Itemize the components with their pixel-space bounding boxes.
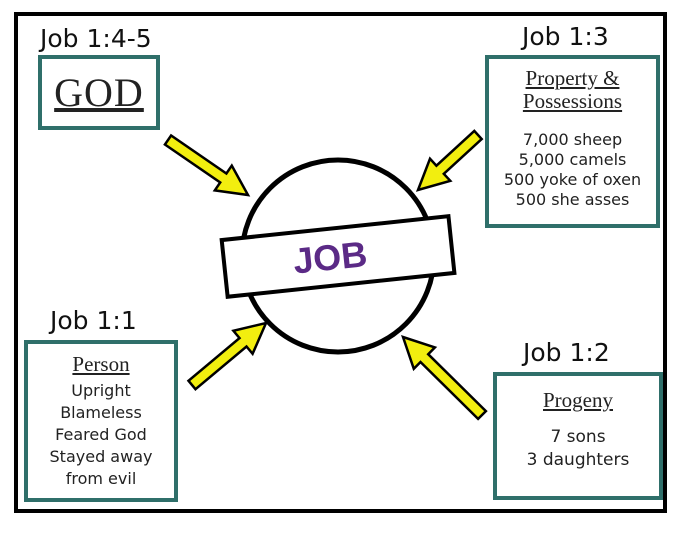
property-item: 7,000 sheep — [522, 130, 623, 149]
job-label: JOB — [291, 233, 369, 282]
progeny-box: Progeny 7 sons 3 daughters — [493, 372, 663, 500]
person-trait: Blameless — [60, 403, 142, 422]
progeny-heading: Progeny — [543, 388, 613, 412]
person-trait: Feared God — [55, 425, 147, 444]
arrow-god-to-job — [163, 133, 251, 197]
reference-progeny: Job 1:2 — [523, 338, 610, 367]
property-box: Property & Possessions 7,000 sheep 5,000… — [485, 55, 660, 228]
property-item: 500 she asses — [515, 190, 630, 209]
property-heading-line2: Possessions — [522, 89, 623, 113]
job-banner: JOB — [219, 214, 457, 299]
person-trait: Stayed away — [49, 447, 153, 466]
reference-property: Job 1:3 — [522, 22, 609, 51]
person-box: Person Upright Blameless Feared God Stay… — [24, 340, 178, 502]
person-trait: from evil — [65, 469, 137, 488]
god-heading: GOD — [54, 70, 144, 115]
arrow-property-to-job — [415, 129, 484, 192]
property-item: 5,000 camels — [518, 150, 627, 169]
arrow-person-to-job — [186, 321, 269, 391]
person-trait: Upright — [71, 381, 131, 400]
progeny-item: 3 daughters — [526, 450, 630, 470]
person-heading: Person — [72, 352, 130, 376]
arrow-progeny-to-job — [401, 335, 488, 421]
property-heading-line1: Property & — [525, 66, 620, 90]
reference-person: Job 1:1 — [50, 306, 137, 335]
progeny-item: 7 sons — [550, 427, 606, 447]
reference-god: Job 1:4-5 — [40, 24, 152, 53]
property-item: 500 yoke of oxen — [503, 170, 642, 189]
god-box: GOD — [38, 55, 160, 130]
